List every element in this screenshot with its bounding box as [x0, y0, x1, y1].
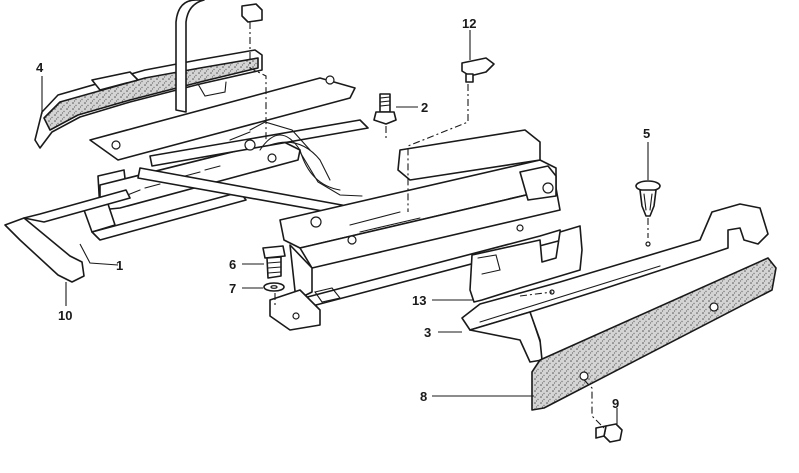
part-6-bolt — [262, 245, 286, 279]
part-8-felt-panel — [531, 257, 777, 411]
callout-4: 4 — [36, 60, 44, 75]
callout-10: 10 — [58, 308, 72, 323]
callout-9: 9 — [612, 396, 619, 411]
part-7-washer — [263, 282, 285, 292]
left-seat-rail — [83, 75, 356, 241]
callout-8: 8 — [420, 389, 427, 404]
part-2-bolt — [373, 93, 397, 125]
callout-1: 1 — [116, 258, 123, 273]
callout-5: 5 — [643, 126, 650, 141]
part-9-cap — [595, 423, 623, 443]
callout-12: 12 — [462, 16, 476, 31]
callout-2: 2 — [421, 100, 428, 115]
top-nut — [241, 3, 263, 23]
callout-leader-lines — [41, 30, 649, 424]
seat-cross-members — [137, 119, 385, 223]
alignment-lines — [249, 22, 649, 429]
part-12-clip — [461, 57, 495, 83]
part-5-push-clip — [635, 180, 661, 217]
part-4-trim-cover — [34, 49, 263, 149]
callout-3: 3 — [424, 325, 431, 340]
part-13-inner-trim — [469, 225, 583, 303]
seat-back-bar — [175, 0, 205, 113]
part-3-outer-trim — [461, 203, 769, 363]
callout-6: 6 — [229, 257, 236, 272]
callout-13: 13 — [412, 293, 426, 308]
callout-labels: 1 2 3 4 5 6 7 8 9 10 12 13 — [36, 16, 650, 411]
part-10-adjustment-lever — [4, 189, 131, 283]
callout-7: 7 — [229, 281, 236, 296]
